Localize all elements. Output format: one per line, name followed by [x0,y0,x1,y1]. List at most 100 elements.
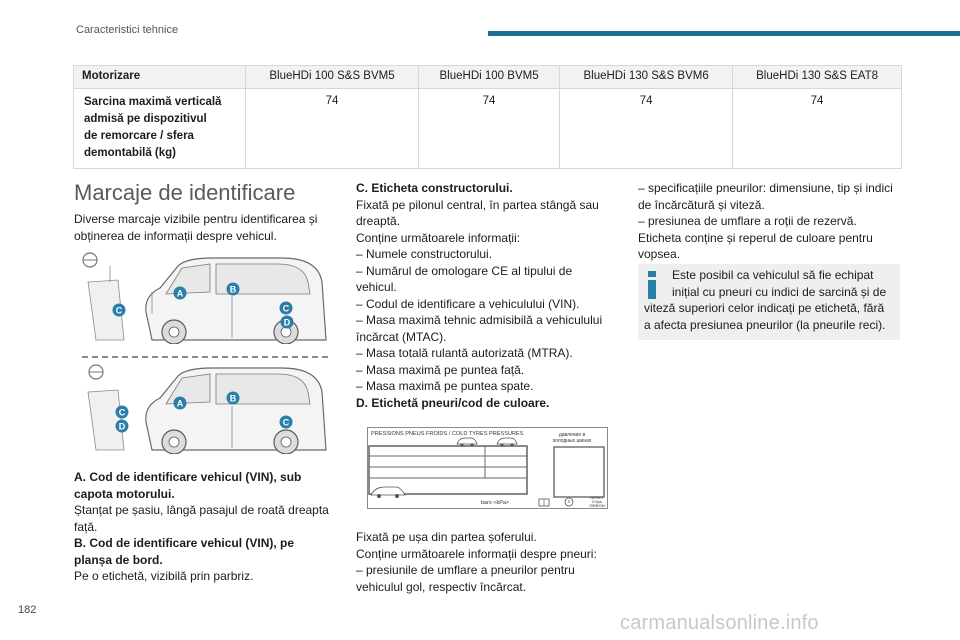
item-a-title: capota motorului. [74,486,175,501]
item-c-line: – Numele constructorului. [356,247,493,261]
svg-text:C: C [283,418,290,428]
marker-c: C [279,301,293,315]
info-icon [648,271,656,299]
tire-pressure-label-illustration: PRESSIONS PNEUS FROIDS / COLD TYRES PRES… [367,427,608,509]
table-cell: 74 [417,88,561,169]
right-line: – presiunea de umflare a roții de rezerv… [638,214,857,228]
header-accent-bar [488,31,960,36]
marker-d: D [115,419,129,433]
tire-label-header: PRESSIONS PNEUS FROIDS / COLD TYRES PRES… [371,431,524,437]
item-b-title: B. Cod de identificare vehicul (VIN), pe [74,536,295,550]
item-d-title: D. Etichetă pneuri/cod de culoare. [356,395,550,410]
page-number: 182 [18,604,37,616]
left-column-text: A. Cod de identificare vehicul (VIN), su… [74,469,339,585]
car-light-load-icon [456,437,478,447]
table-header-cell: BlueHDi 100 S&S BVM5 [245,65,419,89]
svg-text:D: D [119,422,126,432]
marker-b: B [226,391,240,405]
item-d-body: Fixată pe ușa din partea șoferului. Conț… [356,529,618,595]
item-c-line: încărcat (MTAC). [356,329,447,344]
tire-label-cyrillic: давление в [559,432,586,438]
info-line: inițial cu pneuri cu indici de sarcină ș… [672,284,887,299]
intro-line: obținerea de informații despre vehicul. [74,228,277,243]
item-c-line: – Masa totală rulantă autorizată (MTRA). [356,346,573,360]
row-label-line: demontabilă (kg) [84,147,177,159]
svg-text:C: C [116,306,123,316]
item-c-line: – Numărul de omologare CE al tipului de [356,263,573,278]
svg-text:B: B [230,285,237,295]
van-1-markers: A B C C D [112,282,294,329]
item-a-body: Ștanțat pe șasiu, lângă pasajul de roată… [74,503,329,517]
tire-label-reset: 0.5ps [592,499,602,504]
svg-text:C: C [119,408,126,418]
item-d-line: Conține următoarele informații despre pn… [356,546,597,561]
right-line: – specificațiile pneurilor: dimensiune, … [638,181,893,195]
car-full-load-icon [496,437,518,447]
info-note-text: Este posibil ca vehiculul să fie echipat… [644,267,900,333]
info-line: viteză superiori celor indicați pe etich… [644,301,885,315]
illustration-divider [82,356,328,358]
table-header-cell: BlueHDi 130 S&S BVM6 [559,65,734,89]
row-label-line: admisă pe dispozitivul [84,113,207,125]
item-c-line: dreaptă. [356,214,401,228]
item-b-body: Pe o etichetă, vizibilă prin parbriz. [74,569,254,583]
running-header: Caracteristici tehnice [76,24,179,36]
right-line: de încărcătură și viteză. [638,197,765,212]
towing-load-table: Motorizare BlueHDi 100 S&S BVM5 BlueHDi … [73,65,902,169]
svg-text:C: C [283,304,290,314]
item-c-line: Fixată pe pilonul central, în partea stâ… [356,197,599,212]
item-c-line: Conține următoarele informații: [356,230,521,245]
van-long-side-illustration [82,362,328,454]
item-a-title: A. Cod de identificare vehicul (VIN), su… [74,470,302,484]
item-c-line: – Masa maximă pe puntea față. [356,362,525,377]
intro-line: Diverse marcaje vizibile pentru identifi… [74,212,318,226]
marker-c: C [279,415,293,429]
watermark-text: carmanualsonline.info [620,612,819,634]
row-label-line: de remorcare / sfera [84,130,194,142]
svg-text:B: B [230,394,237,404]
right-column-text: – specificațiile pneurilor: dimensiune, … [638,180,904,263]
tire-label-reset: RESET [590,495,604,500]
tire-label-cyrillic: холодных шинах [553,438,592,444]
table-header-row: Motorizare BlueHDi 100 S&S BVM5 BlueHDi … [73,65,902,89]
table-header-cell: Motorizare [73,65,246,89]
tire-warning-icon [564,497,574,507]
info-line: a afecta presiunea pneurilor (la pneuril… [644,317,886,332]
manual-book-icon [538,498,550,507]
info-line: Este posibil ca vehiculul să fie echipat [672,268,874,282]
table-row: Sarcina maximă verticală admisă pe dispo… [73,88,902,169]
item-c-line: – Masa maximă pe puntea spate. [356,379,534,393]
svg-text:A: A [177,399,184,409]
item-d-line: – presiunile de umflare a pneurilor pent… [356,563,575,577]
marker-b: B [226,282,240,296]
right-line: vopsea. [638,247,681,261]
table-cell: 74 [559,88,734,169]
item-d-line: vehiculul gol, respectiv încărcat. [356,579,527,594]
tire-label-reset: SIBRON [589,503,604,508]
table-header-cell: BlueHDi 100 BVM5 [417,65,561,89]
marker-d: D [280,315,294,329]
table-row-label: Sarcina maximă verticală admisă pe dispo… [73,88,246,169]
item-c-line: – Codul de identificare a vehiculului (V… [356,296,580,311]
info-note-box [638,264,900,340]
table-header-cell: BlueHDi 130 S&S EAT8 [732,65,902,89]
item-c-line: vehicul. [356,280,397,294]
item-a-body: față. [74,519,98,534]
item-d-line: Fixată pe ușa din partea șoferului. [356,530,537,544]
item-c-line: – Masa maximă tehnic admisibilă a vehicu… [356,313,603,327]
marker-a: A [173,286,187,300]
section-intro: Diverse marcaje vizibile pentru identifi… [74,211,336,244]
item-c-title: C. Eticheta constructorului. [356,181,513,195]
spare-wheel-car-icon [370,486,406,498]
item-b-title: planșa de bord. [74,552,163,567]
table-cell: 74 [245,88,419,169]
svg-text:D: D [284,318,291,328]
section-title: Marcaje de identificare [74,180,296,205]
middle-column-text: C. Eticheta constructorului. Fixată pe p… [356,180,618,411]
row-label-line: Sarcina maximă verticală [84,96,222,108]
svg-text:A: A [177,289,184,299]
van-side-illustration [82,252,328,344]
table-cell: 74 [732,88,902,169]
tire-label-units: bars <kPa> [481,500,509,506]
marker-c: C [115,405,129,419]
